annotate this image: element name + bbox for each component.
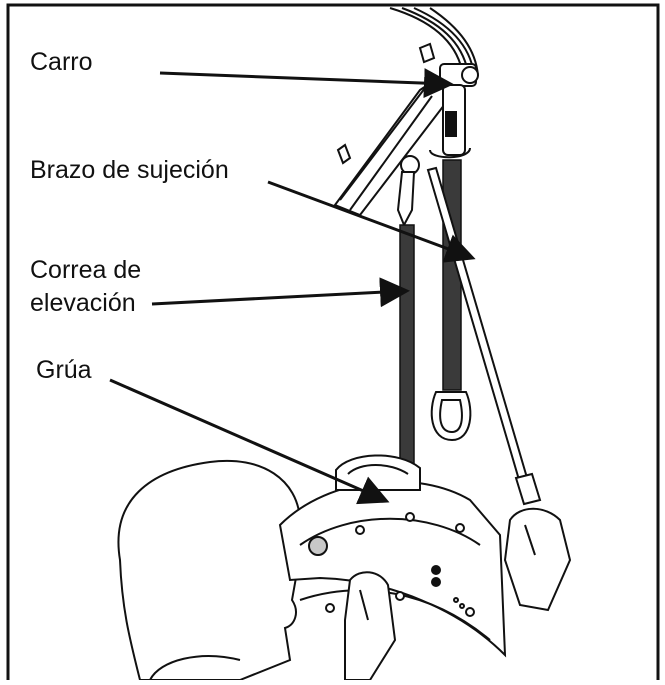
person-head xyxy=(118,461,312,680)
lifting-strap xyxy=(398,156,419,495)
ceiling-rail xyxy=(335,44,448,215)
arrow-correa xyxy=(152,291,404,304)
label-grua: Grúa xyxy=(36,355,92,385)
label-correa-line1: Correa de xyxy=(30,255,141,285)
arrow-carro xyxy=(160,73,448,84)
label-brazo-de-sujecion: Brazo de sujeción xyxy=(30,155,229,185)
label-correa-line2: elevación xyxy=(30,288,136,318)
label-carro: Carro xyxy=(30,47,93,77)
